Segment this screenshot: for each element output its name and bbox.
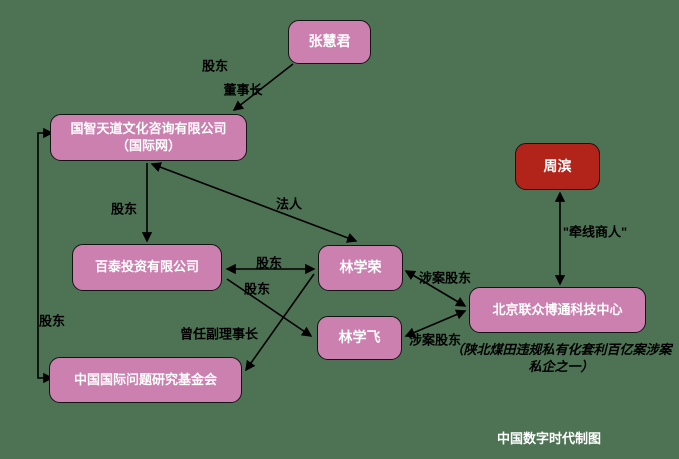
node-baitai-investment: 百泰投资有限公司	[72, 244, 222, 291]
edge-label-gudong-guozhi-baitai: 股东	[110, 201, 138, 217]
edge-linxuerong-to-foundation	[245, 273, 315, 372]
node-guozhi-line1: 国智天道文化咨询有限公司	[70, 121, 227, 137]
edge-linxuerong-to-lianzhong	[404, 270, 467, 307]
credit-watermark: 中国数字时代制图	[497, 431, 602, 446]
node-lin-xuefei: 林学飞	[317, 316, 402, 360]
node-beijing-lianzhong: 北京联众博通科技中心	[469, 287, 646, 333]
edge-linxuerong-guozhi-faren	[150, 162, 358, 243]
node-guozhi-tiandao: 国智天道文化咨询有限公司 （国际网）	[50, 114, 247, 161]
node-guozhi-line2: （国际网）	[115, 137, 181, 153]
edge-label-shean-gudong-top: 涉案股东	[418, 270, 472, 286]
edge-linxuefei-to-lianzhong	[404, 309, 467, 338]
lianzhong-case-note: （陕北煤田违规私有化套利百亿案涉案私企之一）	[450, 342, 672, 374]
edge-label-faren: 法人	[275, 196, 303, 212]
node-lin-xuerong: 林学荣	[318, 245, 403, 291]
node-zhang-huijun: 张慧君	[288, 20, 371, 64]
node-foundation: 中国国际问题研究基金会	[49, 357, 242, 403]
edge-label-qianxian-shangren: "牵线商人"	[562, 224, 628, 240]
edge-label-dongshizhang: 董事长	[223, 82, 263, 98]
edge-label-gudong-zhang: 股东	[201, 58, 229, 74]
edge-foundation-to-guozhi	[37, 127, 54, 384]
edge-label-cengren-fulishizhang: 曾任副理事长	[179, 326, 259, 342]
edge-label-gudong-xuefei: 股东	[243, 281, 271, 297]
edge-baitai-linxuefei	[226, 278, 313, 337]
edge-label-shean-gudong-bottom: 涉案股东	[408, 332, 462, 348]
edge-label-gudong-xuerong: 股东	[255, 255, 283, 271]
edge-zhanghuijun-to-guozhi	[232, 63, 294, 111]
edge-label-gudong-foundation: 股东	[38, 313, 66, 329]
node-zhou-bin: 周滨	[515, 143, 600, 190]
